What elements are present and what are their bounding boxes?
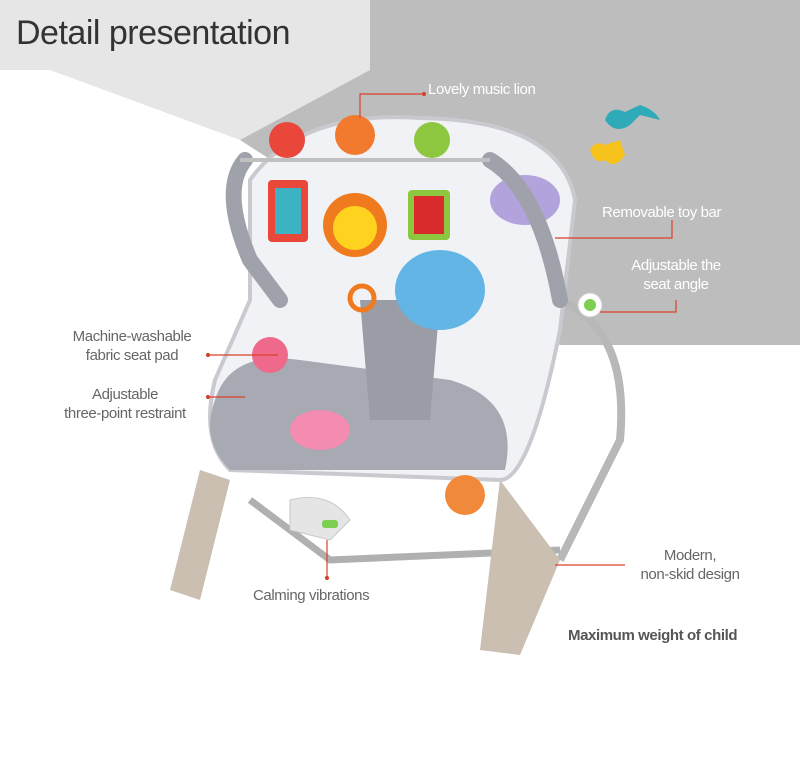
callout-line: fabric seat pad	[85, 347, 179, 364]
callout-seat-pad: Machine-washable fabric seat pad	[52, 327, 212, 365]
callout-leader-lines	[205, 91, 677, 581]
rocker-frame	[170, 296, 626, 655]
callout-line: three-point restraint	[64, 405, 186, 422]
callout-line: non-skid design	[640, 566, 740, 583]
callout-non-skid: Modern, non-skid design	[625, 546, 755, 584]
callout-max-weight: Maximum weight of child	[568, 627, 738, 644]
callout-vibrations: Calming vibrations	[253, 587, 370, 604]
callout-toy-bar: Removable toy bar	[602, 204, 722, 221]
callout-line: Modern,	[663, 547, 717, 564]
callout-line: Adjustable the	[631, 257, 721, 274]
callout-seat-angle: Adjustable the seat angle	[606, 256, 746, 294]
page-title: Detail presentation	[16, 14, 291, 52]
callout-line: seat angle	[643, 276, 709, 293]
music-notes-icon	[590, 105, 660, 164]
callout-music-lion: Lovely music lion	[428, 81, 536, 98]
toy-bar-arm-right	[482, 152, 568, 308]
seat	[208, 115, 578, 541]
toy-bar-arm-left	[225, 152, 288, 308]
toy-bar	[240, 115, 490, 313]
callout-line: Adjustable	[91, 386, 159, 403]
callout-restraint: Adjustable three-point restraint	[45, 385, 205, 423]
background-light-panel	[0, 0, 370, 140]
callout-line: Machine-washable	[72, 328, 192, 345]
